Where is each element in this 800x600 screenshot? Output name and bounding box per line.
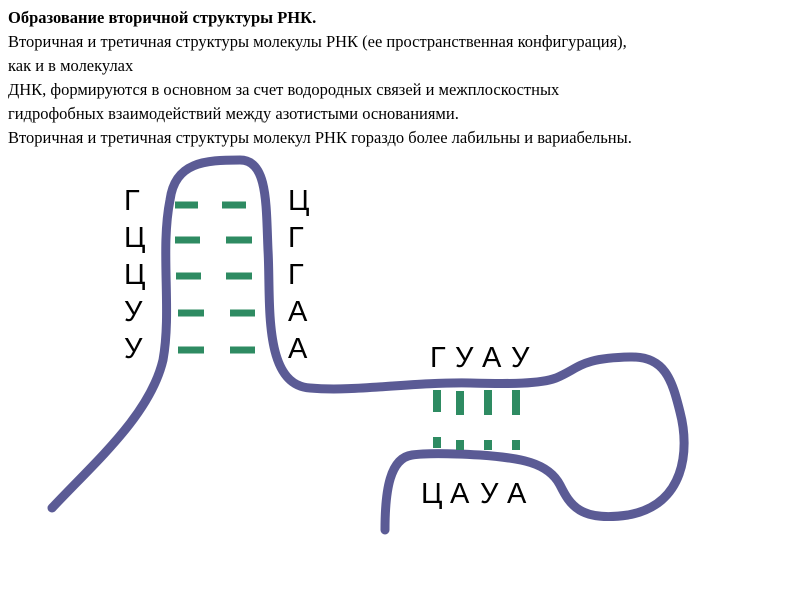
base-hairpin-right-4: А bbox=[288, 296, 308, 328]
hairpin-right-bases: Ц Г Г А А bbox=[288, 185, 309, 365]
rna-strand bbox=[47, 155, 689, 535]
hairpin-left-bases: Г Ц Ц У У bbox=[124, 185, 145, 365]
base-loop-top-1: Г bbox=[430, 342, 446, 374]
text-line-1: Вторичная и третичная структуры молекулы… bbox=[8, 32, 627, 51]
loop-top-bases: Г У А У bbox=[430, 342, 530, 374]
loop-bonds bbox=[433, 390, 520, 450]
text-line-4: гидрофобных взаимодействий между азотист… bbox=[8, 104, 459, 123]
base-hairpin-left-5: У bbox=[124, 333, 143, 365]
text-line-5: Вторичная и третичная структуры молекул … bbox=[8, 128, 632, 147]
text-line-3: ДНК, формируются в основном за счет водо… bbox=[8, 80, 560, 99]
base-hairpin-left-2: Ц bbox=[124, 222, 145, 254]
base-hairpin-left-1: Г bbox=[124, 185, 140, 217]
base-hairpin-right-5: А bbox=[288, 333, 308, 365]
base-loop-top-2: У bbox=[455, 342, 474, 374]
base-hairpin-right-1: Ц bbox=[288, 185, 309, 217]
base-loop-bottom-3: У bbox=[480, 478, 499, 510]
base-hairpin-left-4: У bbox=[124, 296, 143, 328]
base-hairpin-left-3: Ц bbox=[124, 259, 145, 291]
base-loop-top-4: У bbox=[511, 342, 530, 374]
base-loop-top-3: А bbox=[482, 342, 502, 374]
loop-bottom-bases: Ц А У А bbox=[421, 478, 527, 510]
base-loop-bottom-1: Ц bbox=[421, 478, 442, 510]
base-hairpin-right-2: Г bbox=[288, 222, 304, 254]
text-line-2: как и в молекулах bbox=[8, 56, 134, 75]
hairpin-bonds bbox=[175, 201, 255, 354]
page-title: Образование вторичной структуры РНК. bbox=[8, 8, 317, 27]
base-loop-bottom-2: А bbox=[450, 478, 470, 510]
description-text: Образование вторичной структуры РНК. Вто… bbox=[8, 6, 792, 150]
base-loop-bottom-4: А bbox=[507, 478, 527, 510]
base-hairpin-right-3: Г bbox=[288, 259, 304, 291]
